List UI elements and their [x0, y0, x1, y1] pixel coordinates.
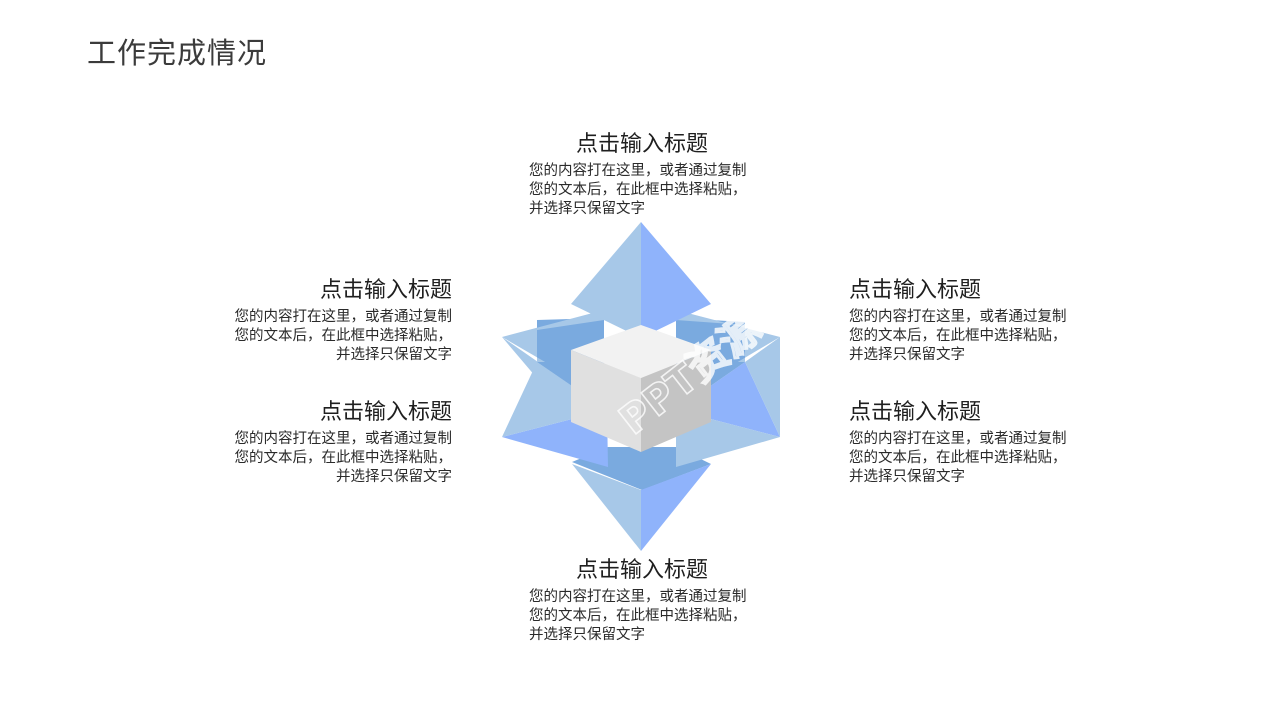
wedge-right-upper [676, 362, 780, 437]
cube-left-face [571, 350, 641, 452]
wedge-right-outer [745, 337, 780, 437]
block-body[interactable]: 您的内容打在这里，或者通过复制您的文本后，在此框中选择粘贴，并选择只保留文字 [849, 431, 1067, 485]
text-block-left-bottom: 点击输入标题 您的内容打在这里，或者通过复制您的文本后，在此框中选择粘贴，并选择… [226, 398, 453, 487]
text-block-top: 点击输入标题 您的内容打在这里，或者通过复制您的文本后，在此框中选择粘贴，并选择… [529, 130, 755, 219]
block-body[interactable]: 您的内容打在这里，或者通过复制您的文本后，在此框中选择粘贴，并选择只保留文字 [849, 309, 1067, 363]
block-title[interactable]: 点击输入标题 [319, 278, 452, 303]
block-body[interactable]: 您的内容打在这里，或者通过复制您的文本后，在此框中选择粘贴，并选择只保留文字 [529, 163, 747, 217]
wing-right-upper [676, 310, 780, 366]
block-body[interactable]: 您的内容打在这里，或者通过复制您的文本后，在此框中选择粘贴，并选择只保留文字 [529, 589, 747, 643]
text-block-left-top: 点击输入标题 您的内容打在这里，或者通过复制您的文本后，在此框中选择粘贴，并选择… [226, 276, 453, 365]
pyramid-top-right-face [641, 222, 711, 338]
wing-left-upper [502, 310, 604, 366]
block-title[interactable]: 点击输入标题 [575, 132, 708, 157]
block-title[interactable]: 点击输入标题 [319, 400, 452, 425]
block-body[interactable]: 您的内容打在这里，或者通过复制您的文本后，在此框中选择粘贴，并选择只保留文字 [234, 431, 453, 485]
text-block-right-top: 点击输入标题 您的内容打在这里，或者通过复制您的文本后，在此框中选择粘贴，并选择… [849, 276, 1075, 365]
page-title: 工作完成情况 [87, 36, 268, 70]
pyramid-bottom-right-face [641, 464, 711, 551]
pyramid-bottom-left-face [572, 464, 641, 551]
block-title[interactable]: 点击输入标题 [849, 400, 982, 425]
text-block-bottom: 点击输入标题 您的内容打在这里，或者通过复制您的文本后，在此框中选择粘贴，并选择… [529, 556, 755, 645]
block-body[interactable]: 您的内容打在这里，或者通过复制您的文本后，在此框中选择粘贴，并选择只保留文字 [234, 309, 453, 363]
block-title[interactable]: 点击输入标题 [575, 558, 708, 583]
block-title[interactable]: 点击输入标题 [849, 278, 982, 303]
text-block-right-bottom: 点击输入标题 您的内容打在这里，或者通过复制您的文本后，在此框中选择粘贴，并选择… [849, 398, 1075, 487]
pyramid-top-left-face [571, 222, 641, 338]
cube-right-face [641, 350, 711, 452]
cube-top-face [571, 325, 711, 378]
wedge-left-lower-light [502, 362, 607, 437]
